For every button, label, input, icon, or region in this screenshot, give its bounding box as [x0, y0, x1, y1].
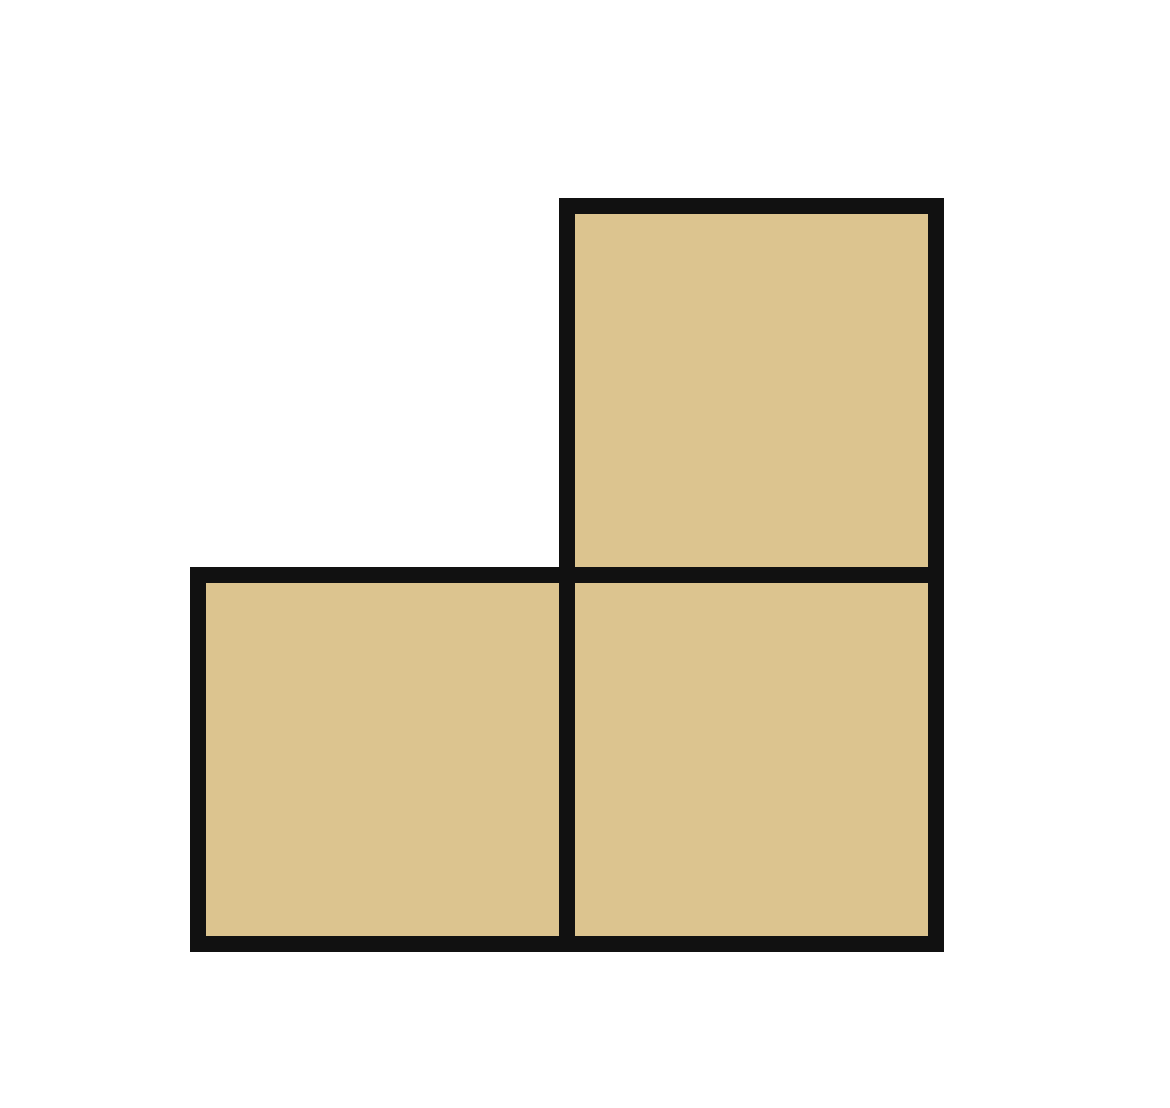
square-cell-top-right: [559, 198, 944, 583]
square-cell-bottom-left: [190, 567, 575, 952]
square-cell-bottom-right: [559, 567, 944, 952]
